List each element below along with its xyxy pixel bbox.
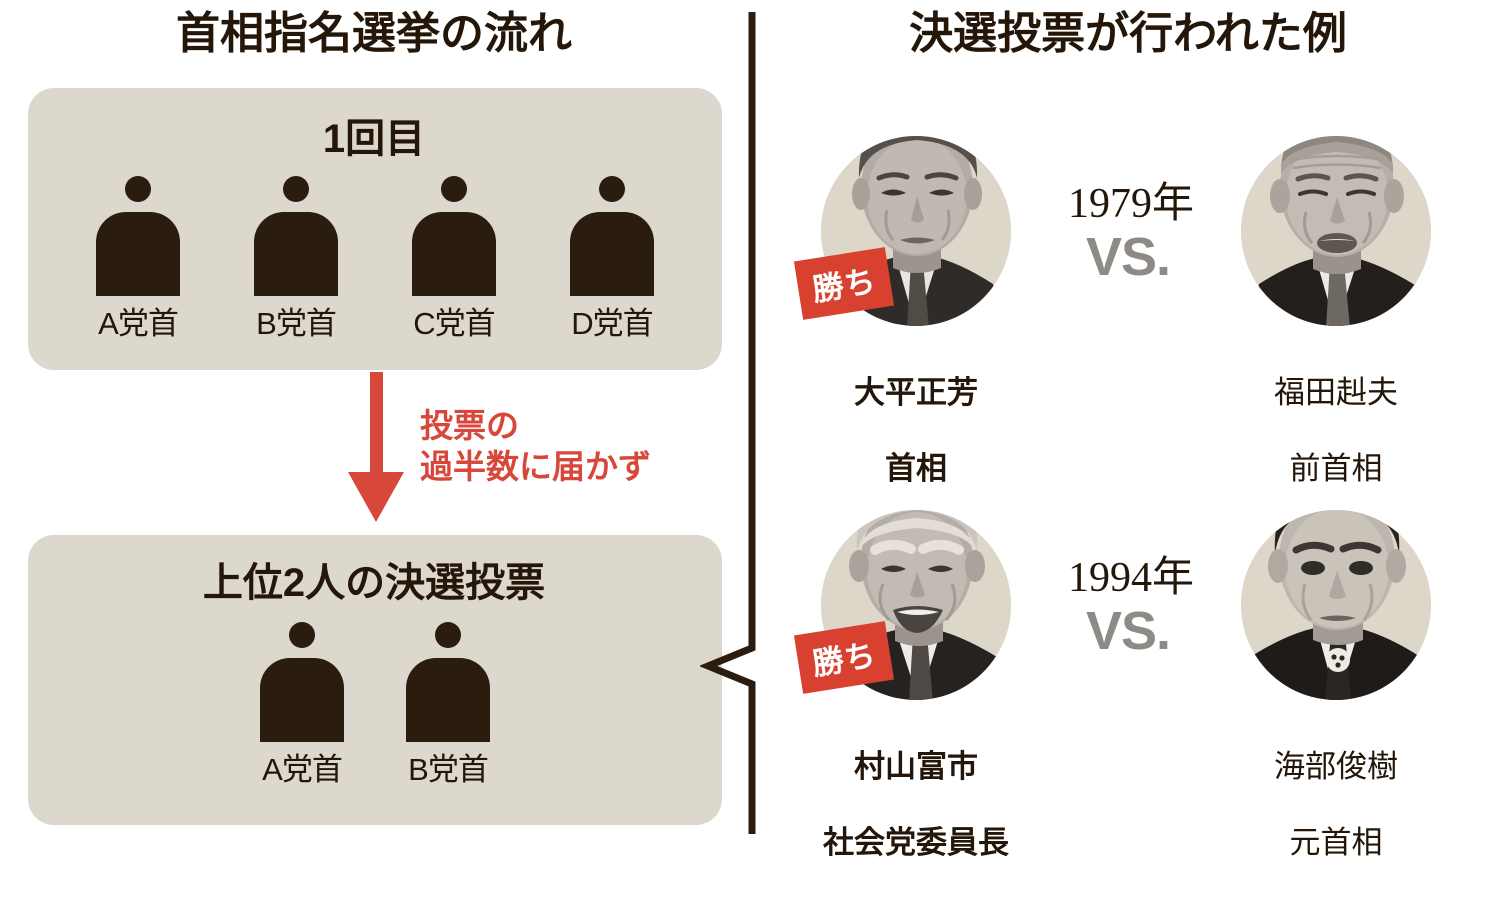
- matchup-1979: 勝ち 大平正芳 首相 1979年 VS.: [756, 78, 1500, 486]
- candidate-label: B党首: [408, 752, 489, 787]
- person-head-icon: [283, 176, 309, 202]
- arrow-shaft: [370, 372, 383, 480]
- round2-candidate-row: A党首 B党首: [28, 622, 722, 789]
- matchup-1994: 勝ち 村山富市 社会党委員長 1994年 VS.: [756, 452, 1500, 860]
- person-head-icon: [435, 622, 461, 648]
- round2-heading: 上位2人の決選投票: [202, 561, 546, 605]
- candidate-icon-a: A党首: [96, 176, 180, 343]
- loser-name-line-2: 元首相: [1289, 825, 1383, 860]
- left-panel-title: 首相指名選挙の流れ: [176, 9, 572, 58]
- winner-name-line-1: 大平正芳: [854, 375, 978, 410]
- portrait-fukuda: [1216, 78, 1456, 330]
- person-icon: [260, 622, 344, 742]
- round1-candidate-row: A党首 B党首 C党首 D党首: [28, 176, 722, 343]
- matchup-year-1979: 1979年: [1068, 181, 1195, 227]
- person-body-icon: [260, 658, 344, 742]
- arrow-note-line-2: 過半数に届かず: [420, 448, 651, 485]
- person-head-icon: [289, 622, 315, 648]
- person-head-icon: [125, 176, 151, 202]
- person-icon: [96, 176, 180, 296]
- vs-label-1994: VS.: [1085, 601, 1171, 661]
- winner-name-line-1: 村山富市: [854, 749, 978, 784]
- vs-block-1994: 1994年 VS.: [1068, 554, 1195, 661]
- person-icon: [254, 176, 338, 296]
- portrait-murayama: 勝ち: [793, 452, 1036, 704]
- portrait-photo-kaifu: [1241, 510, 1431, 700]
- vs-block-1979: 1979年 VS.: [1068, 180, 1195, 287]
- candidate-label: C党首: [413, 306, 495, 341]
- winner-name-line-2: 首相: [885, 451, 947, 486]
- person-body-icon: [254, 212, 338, 296]
- arrow-note-line-1: 投票の: [420, 407, 519, 444]
- arrow-note: 投票の 過半数に届かず: [420, 405, 651, 487]
- loser-name-line-1: 海部俊樹: [1274, 749, 1398, 784]
- person-body-icon: [412, 212, 496, 296]
- candidate-label: D党首: [571, 306, 653, 341]
- winner-name-line-2: 社会党委員長: [823, 825, 1009, 860]
- person-icon: [412, 176, 496, 296]
- matchup-1994-winner: 勝ち 村山富市 社会党委員長: [776, 452, 1056, 900]
- candidate-icon-d: D党首: [570, 176, 654, 343]
- person-icon: [570, 176, 654, 296]
- person-body-icon: [406, 658, 490, 742]
- round1-heading: 1回目: [322, 117, 426, 161]
- person-body-icon: [570, 212, 654, 296]
- winner-name-1994: 村山富市 社会党委員長: [776, 710, 1056, 900]
- loser-name-line-1: 福田赳夫: [1274, 375, 1398, 410]
- arrow-head: [348, 472, 404, 522]
- vs-label-1979: VS.: [1085, 227, 1171, 287]
- matchup-1994-loser: 海部俊樹 元首相: [1196, 452, 1476, 900]
- round2-box: [28, 535, 722, 825]
- loser-name-line-2: 前首相: [1289, 451, 1383, 486]
- flow-panel: 首相指名選挙の流れ 1回目 A党首 B党首 C党首: [0, 0, 748, 840]
- candidate-icon-b: B党首: [254, 176, 338, 343]
- loser-name-1994: 海部俊樹 元首相: [1196, 710, 1476, 900]
- right-panel-title: 決選投票が行われた例: [909, 9, 1347, 58]
- candidate-label: A党首: [98, 306, 179, 341]
- person-icon: [406, 622, 490, 742]
- loser-name-1979: 福田赳夫 前首相: [1196, 336, 1476, 526]
- candidate-label: B党首: [256, 306, 337, 341]
- portrait-kaifu: [1216, 452, 1456, 704]
- examples-panel: 決選投票が行われた例: [756, 0, 1500, 860]
- down-arrow-icon: [348, 372, 404, 522]
- matchup-1979-loser: 福田赳夫 前首相: [1196, 78, 1476, 526]
- person-body-icon: [96, 212, 180, 296]
- candidate-icon-c: C党首: [412, 176, 496, 343]
- matchup-year-1994: 1994年: [1068, 555, 1195, 601]
- person-head-icon: [441, 176, 467, 202]
- portrait-photo-fukuda: [1241, 136, 1431, 326]
- candidate-label: A党首: [262, 752, 343, 787]
- runoff-candidate-icon-a: A党首: [260, 622, 344, 789]
- portrait-ohira: 勝ち: [793, 78, 1036, 330]
- runoff-candidate-icon-b: B党首: [406, 622, 490, 789]
- winner-name-1979: 大平正芳 首相: [776, 336, 1056, 526]
- matchup-1979-winner: 勝ち 大平正芳 首相: [776, 78, 1056, 526]
- person-head-icon: [599, 176, 625, 202]
